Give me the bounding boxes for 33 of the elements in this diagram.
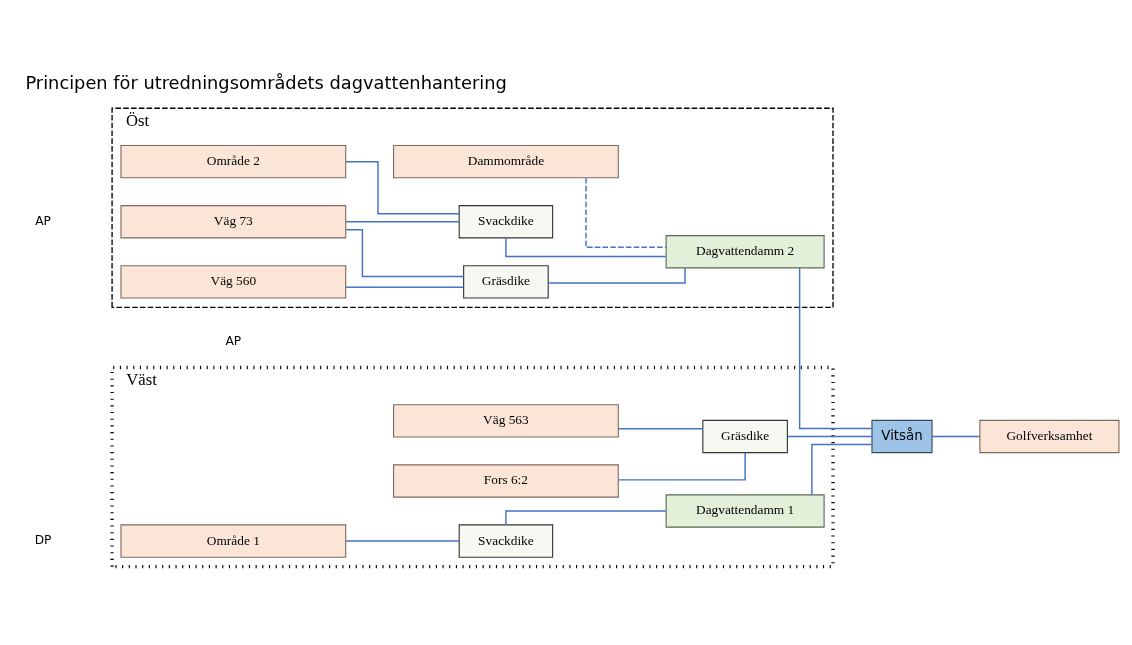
connector: [345, 286, 465, 288]
node-box: Område 2: [120, 144, 347, 178]
connector: [547, 266, 686, 284]
node-box: Gräsdike: [463, 264, 549, 299]
connector: [798, 266, 873, 429]
connector: [345, 539, 460, 542]
connector: [811, 443, 873, 495]
connector: [617, 427, 704, 429]
node-box: Fors 6:2: [393, 463, 619, 498]
diagram-title: Principen för utredningsområdets dagvattenhantering: [25, 71, 507, 93]
node-box: Område 1: [120, 523, 347, 558]
connector: [345, 228, 465, 277]
connector: [505, 237, 667, 257]
connector: [345, 220, 460, 222]
connector: [345, 160, 460, 214]
node-box: Väg 73: [120, 204, 347, 238]
node-box: Väg 560: [120, 264, 347, 299]
node-box: Svackdike: [458, 523, 554, 558]
connector: [585, 176, 667, 248]
node-box: Gräsdike: [702, 419, 788, 453]
node-box: Vitsån: [871, 419, 933, 453]
connector: [931, 435, 981, 437]
node-box: Väg 563: [393, 403, 619, 438]
label: AP: [35, 213, 51, 228]
node-box: Golfverksamhet: [979, 419, 1120, 453]
label: AP: [225, 333, 242, 348]
connector: [617, 451, 746, 481]
node-box: Svackdike: [458, 204, 554, 238]
node-box: Dammområde: [393, 144, 619, 178]
node-box: Dagvattendamm 2: [665, 234, 825, 268]
connector: [786, 435, 873, 437]
node-box: Dagvattendamm 1: [665, 493, 825, 528]
label: DP: [34, 532, 52, 547]
